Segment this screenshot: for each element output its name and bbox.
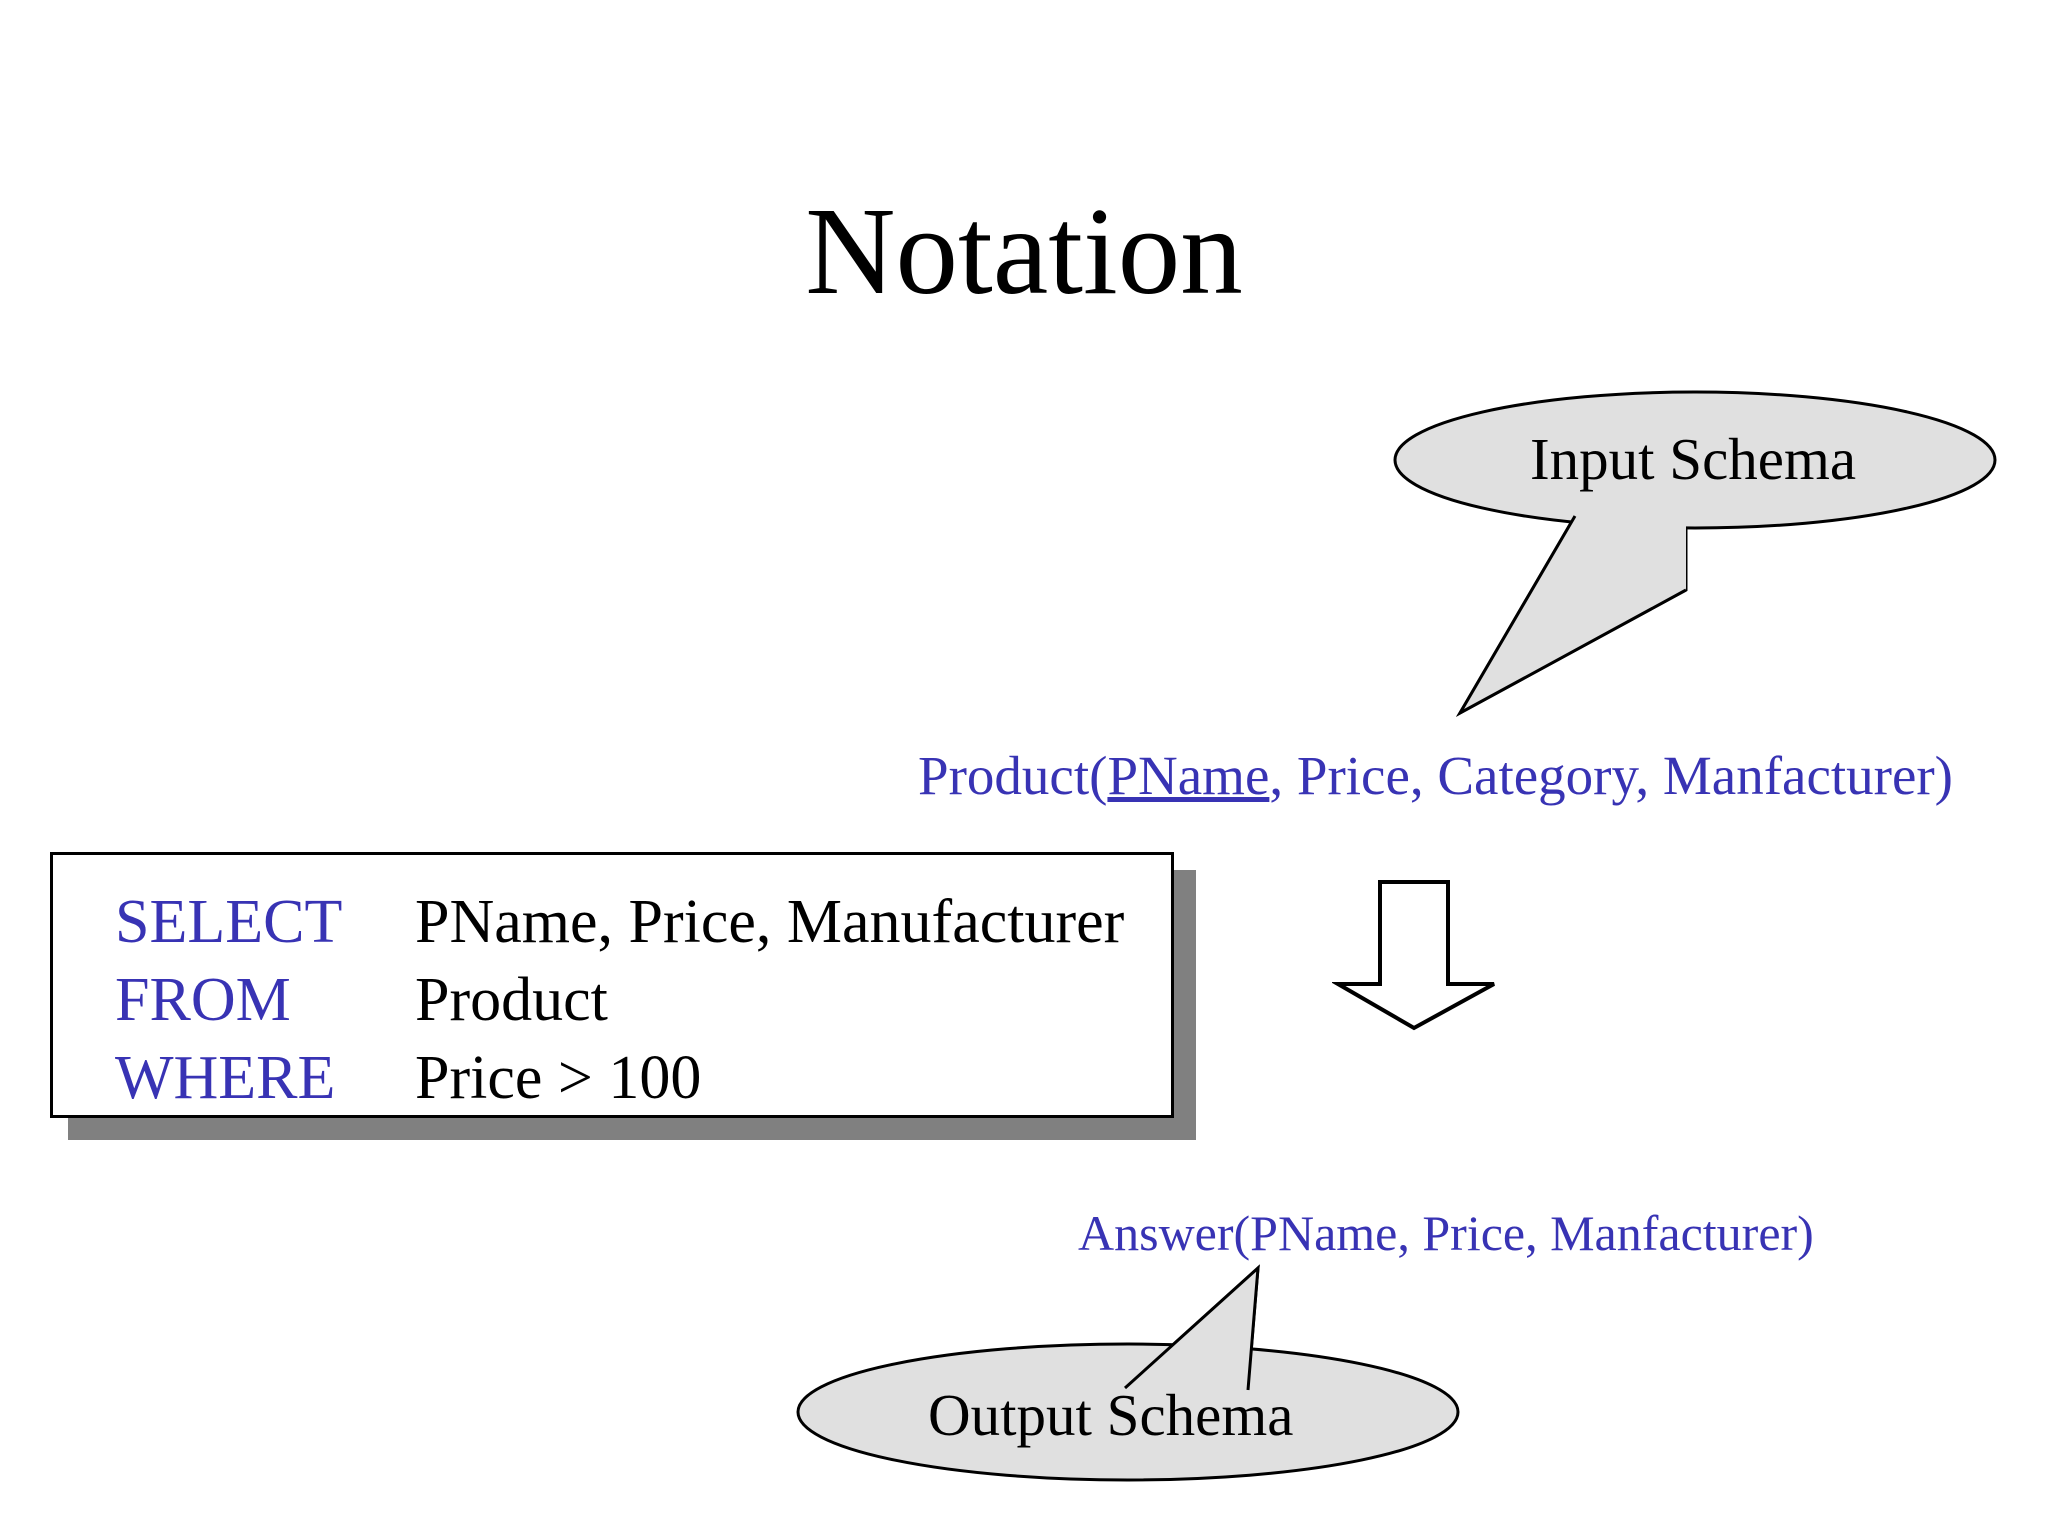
input-callout-tail-fill	[1460, 516, 1686, 713]
sql-expression-where: Price > 100	[415, 1044, 702, 1112]
input-open-paren: (	[1089, 745, 1108, 806]
sql-row: FROM Product	[115, 961, 1124, 1039]
input-key-attribute: PName	[1107, 745, 1270, 806]
input-callout-tail-outline	[1455, 515, 1687, 717]
input-relation-name: Product	[918, 745, 1090, 806]
input-schema-relation: Product(PName, Price, Category, Manfactu…	[918, 748, 1953, 803]
output-callout-tail	[1121, 1264, 1260, 1390]
output-schema-callout	[796, 1264, 1460, 1482]
output-schema-relation: Answer(PName, Price, Manfacturer)	[1078, 1205, 1814, 1261]
sql-code-block: SELECT PName, Price, Manufacturer FROM P…	[115, 883, 1124, 1117]
sql-keyword-where: WHERE	[115, 1044, 336, 1112]
sql-query-box: SELECT PName, Price, Manufacturer FROM P…	[50, 852, 1174, 1118]
down-arrow-shape	[1332, 880, 1495, 1031]
sql-keyword-select: SELECT	[115, 888, 343, 956]
output-callout-tail-fill	[1125, 1268, 1258, 1390]
sql-keyword-from: FROM	[115, 966, 291, 1034]
output-schema-callout-label: Output Schema	[928, 1382, 1294, 1448]
input-rest-attributes: , Price, Category, Manfacturer)	[1269, 745, 1953, 806]
down-arrow-icon	[1332, 880, 1495, 1031]
output-callout-tail-outline	[1123, 1264, 1260, 1391]
page-title: Notation	[805, 183, 1243, 321]
sql-expression-select: PName, Price, Manufacturer	[415, 888, 1125, 956]
sql-row: WHERE Price > 100	[115, 1039, 1124, 1117]
input-callout-tail	[1455, 514, 1688, 717]
sql-expression-from: Product	[415, 966, 608, 1034]
input-schema-callout-label: Input Schema	[1530, 426, 1857, 492]
sql-row: SELECT PName, Price, Manufacturer	[115, 883, 1124, 961]
